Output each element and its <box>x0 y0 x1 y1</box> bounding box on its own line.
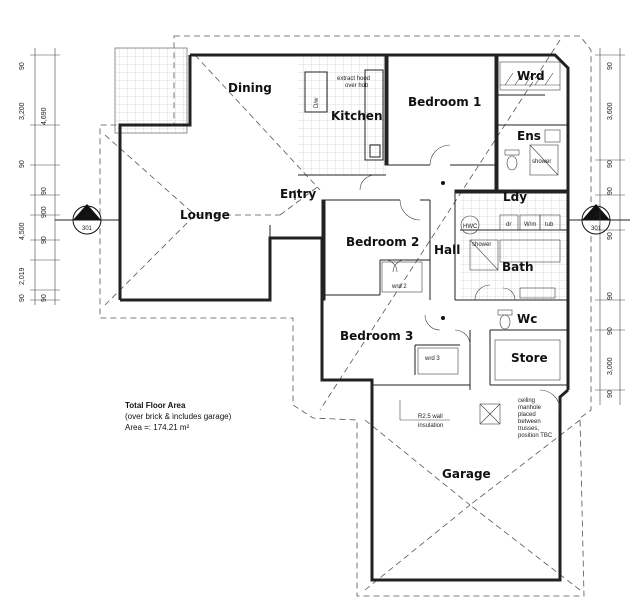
svg-text:2,019: 2,019 <box>19 267 26 285</box>
note-extract-hood-2: over hob <box>345 83 369 89</box>
room-label-wrd: Wrd <box>517 69 545 83</box>
fixture-dishwasher: D/w <box>314 97 320 108</box>
svg-text:90: 90 <box>19 294 26 302</box>
floor-area-subtitle: (over brick & includes garage) <box>125 412 232 421</box>
note-wall-insulation-2: insulation <box>418 423 443 429</box>
laundry-fixtures <box>460 214 561 425</box>
note-manhole-5: trusses, <box>518 426 539 432</box>
kitchen-tiles <box>298 55 386 175</box>
room-label-dining: Dining <box>228 81 272 95</box>
floor-area-value: Area =: 174.21 m² <box>125 423 190 432</box>
svg-text:3,200: 3,200 <box>19 102 26 120</box>
room-label-store: Store <box>511 351 548 365</box>
ensuite-fixtures <box>504 129 561 176</box>
garage-details <box>399 400 450 421</box>
door-swings <box>359 144 561 411</box>
note-wall-insulation-1: R2.5 wall <box>418 414 443 420</box>
room-label-wrd3: wrd 3 <box>424 356 440 362</box>
floor-area-title: Total Floor Area <box>125 401 186 410</box>
svg-text:3,600: 3,600 <box>607 102 614 120</box>
room-label-bedroom1: Bedroom 1 <box>408 95 481 109</box>
note-extract-hood-1: extract hood <box>337 76 370 82</box>
dims-left: 90 3,200 4,690 90 90 4,500 900 90 2,019 … <box>19 62 48 302</box>
dims-right: 90 3,600 90 90 90 90 90 3,000 90 <box>607 62 614 398</box>
room-label-ldy: Ldy <box>503 190 527 204</box>
svg-text:90: 90 <box>607 292 614 300</box>
floor-area-note: Total Floor Area (over brick & includes … <box>125 400 231 433</box>
hall-markers <box>441 181 445 320</box>
fixture-tub: tub <box>545 222 554 228</box>
room-label-garage: Garage <box>442 467 491 481</box>
dimension-lines <box>30 48 625 405</box>
svg-text:90: 90 <box>607 390 614 398</box>
note-manhole-3: placed <box>518 412 536 418</box>
room-label-wc: Wc <box>517 312 537 326</box>
svg-text:90: 90 <box>607 232 614 240</box>
kitchen-joinery <box>298 69 386 176</box>
room-label-bedroom2: Bedroom 2 <box>346 235 419 249</box>
fixture-dryer: dr <box>506 222 511 228</box>
note-manhole-1: ceiling <box>518 398 535 404</box>
note-manhole-6: position TBC <box>518 433 553 439</box>
svg-text:4,690: 4,690 <box>41 107 48 125</box>
room-label-bedroom3: Bedroom 3 <box>340 329 413 343</box>
note-manhole-4: between <box>518 419 541 425</box>
section-marker-right-letter: A <box>594 213 598 219</box>
section-marker-right <box>568 204 630 235</box>
svg-text:90: 90 <box>607 327 614 335</box>
section-marker-right-ref: 301 <box>591 226 602 232</box>
svg-text:90: 90 <box>19 160 26 168</box>
svg-text:90: 90 <box>19 62 26 70</box>
room-label-ens: Ens <box>517 129 541 143</box>
note-manhole-2: manhole <box>518 405 542 411</box>
svg-text:3,000: 3,000 <box>607 357 614 375</box>
fixture-hwc: HWC <box>463 224 478 230</box>
svg-text:90: 90 <box>607 160 614 168</box>
svg-text:900: 900 <box>41 206 48 218</box>
room-label-wrd2: wrd 2 <box>391 284 407 290</box>
roof-hip-lines <box>104 39 581 591</box>
room-label-lounge: Lounge <box>180 208 230 222</box>
svg-text:90: 90 <box>41 294 48 302</box>
wardrobe-rails <box>381 61 561 375</box>
section-marker-left-letter: A <box>85 213 89 219</box>
alfresco-tiles <box>114 47 188 134</box>
svg-text:4,500: 4,500 <box>19 222 26 240</box>
svg-text:90: 90 <box>607 62 614 70</box>
roof-outline <box>99 35 592 597</box>
svg-text:90: 90 <box>41 187 48 195</box>
section-marker-left <box>55 204 120 235</box>
room-label-entry: Entry <box>280 187 316 201</box>
svg-text:90: 90 <box>41 236 48 244</box>
svg-text:90: 90 <box>607 187 614 195</box>
section-marker-left-ref: 301 <box>82 226 93 232</box>
room-label-hall: Hall <box>434 243 460 257</box>
room-label-kitchen: Kitchen <box>331 109 383 123</box>
laundry-tiles <box>460 190 570 300</box>
fixture-washing-machine: W/m <box>524 222 536 228</box>
room-label-bath: Bath <box>502 260 534 274</box>
fixture-shower-bath: shower <box>472 242 491 248</box>
fixture-shower-ensuite: shower <box>532 159 551 165</box>
